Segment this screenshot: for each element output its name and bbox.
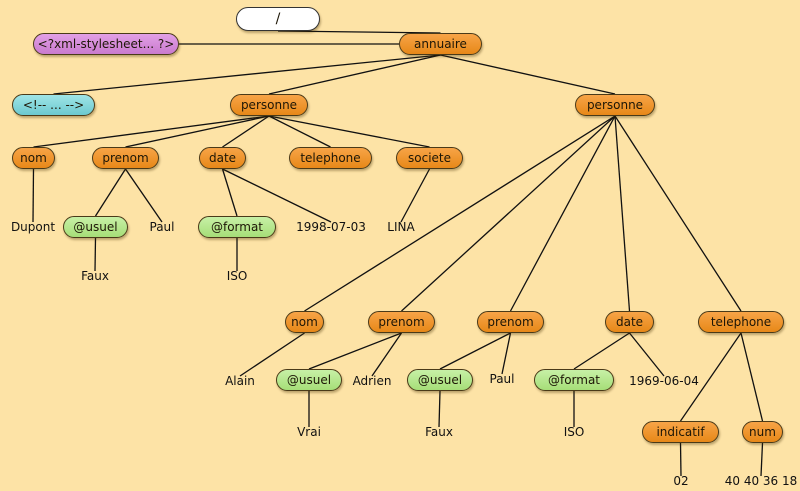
nom-value-2: Alain [225,374,255,388]
comment-node: <!-- ... --> [12,94,95,116]
tree-edge [679,442,682,477]
tree-edge [501,332,512,375]
tree-edge [32,168,35,223]
prenom-value-2a: Adrien [352,374,392,388]
prenom-node-2b: prenom [477,311,544,333]
usuel-attribute-node-2a: @usuel [276,369,342,391]
num-value: 40 40 36 18 [724,474,798,488]
personne-node-2: personne [575,94,655,116]
tree-edge [33,115,270,148]
tree-edge [439,332,511,370]
indicatif-value: 02 [673,474,689,488]
tree-edge [239,332,305,377]
telephone-node-2: telephone [698,311,784,333]
usuel-attribute-value-2a: Vrai [297,425,321,439]
societe-node-1: societe [396,147,463,169]
prenom-node-2a: prenom [368,311,435,333]
usuel-attribute-node-1: @usuel [63,216,128,238]
nom-node-1: nom [12,147,55,169]
nom-node-2: nom [285,311,324,333]
prenom-value-2b: Paul [489,372,515,386]
format-attribute-node-1: @format [198,216,276,238]
root-node: / [236,7,320,31]
tree-edge [438,390,441,428]
societe-value-1: LINA [387,220,415,234]
tree-edge [440,54,616,95]
format-attribute-value-2: ISO [563,425,585,439]
tree-edge [614,115,742,312]
tree-edge [125,115,270,148]
tree-edge [573,332,630,370]
tree-edge [124,168,163,223]
tree-edge [53,54,441,95]
date-value-1: 1998-07-03 [296,220,366,234]
tree-edge [401,115,616,312]
tree-edge [628,332,665,377]
date-value-2: 1969-06-04 [629,374,699,388]
format-attribute-node-2: @format [534,369,614,391]
processing-instruction-node: <?xml-stylesheet... ?> [33,33,179,55]
tree-edge [308,332,402,370]
tree-edge [400,168,431,223]
num-node: num [742,421,783,443]
personne-node-1: personne [230,94,308,116]
annuaire-node: annuaire [399,33,482,55]
date-node-2: date [605,311,654,333]
tree-edge [509,115,616,312]
nom-value-1: Dupont [10,220,56,234]
tree-edge [304,115,616,312]
tree-edge [614,115,631,312]
tree-edge [268,54,441,95]
prenom-value-1: Paul [149,220,175,234]
tree-edge [94,168,127,217]
tree-edge [268,115,430,148]
tree-edge [94,237,97,272]
tree-edge [221,168,238,217]
usuel-attribute-value-1: Faux [81,269,109,283]
tree-edge [740,332,764,422]
tree-edge [268,115,331,148]
tree-edge [679,332,742,422]
format-attribute-value-1: ISO [226,269,248,283]
tree-edge [760,442,764,477]
prenom-node-1: prenom [92,147,159,169]
usuel-attribute-node-2b: @usuel [407,369,473,391]
indicatif-node: indicatif [642,421,719,443]
telephone-node-1: telephone [289,147,372,169]
tree-edge [222,115,270,148]
usuel-attribute-value-2b: Faux [425,425,453,439]
date-node-1: date [199,147,246,169]
tree-edge [222,168,332,223]
tree-edge [277,30,441,34]
tree-edge [371,332,403,377]
